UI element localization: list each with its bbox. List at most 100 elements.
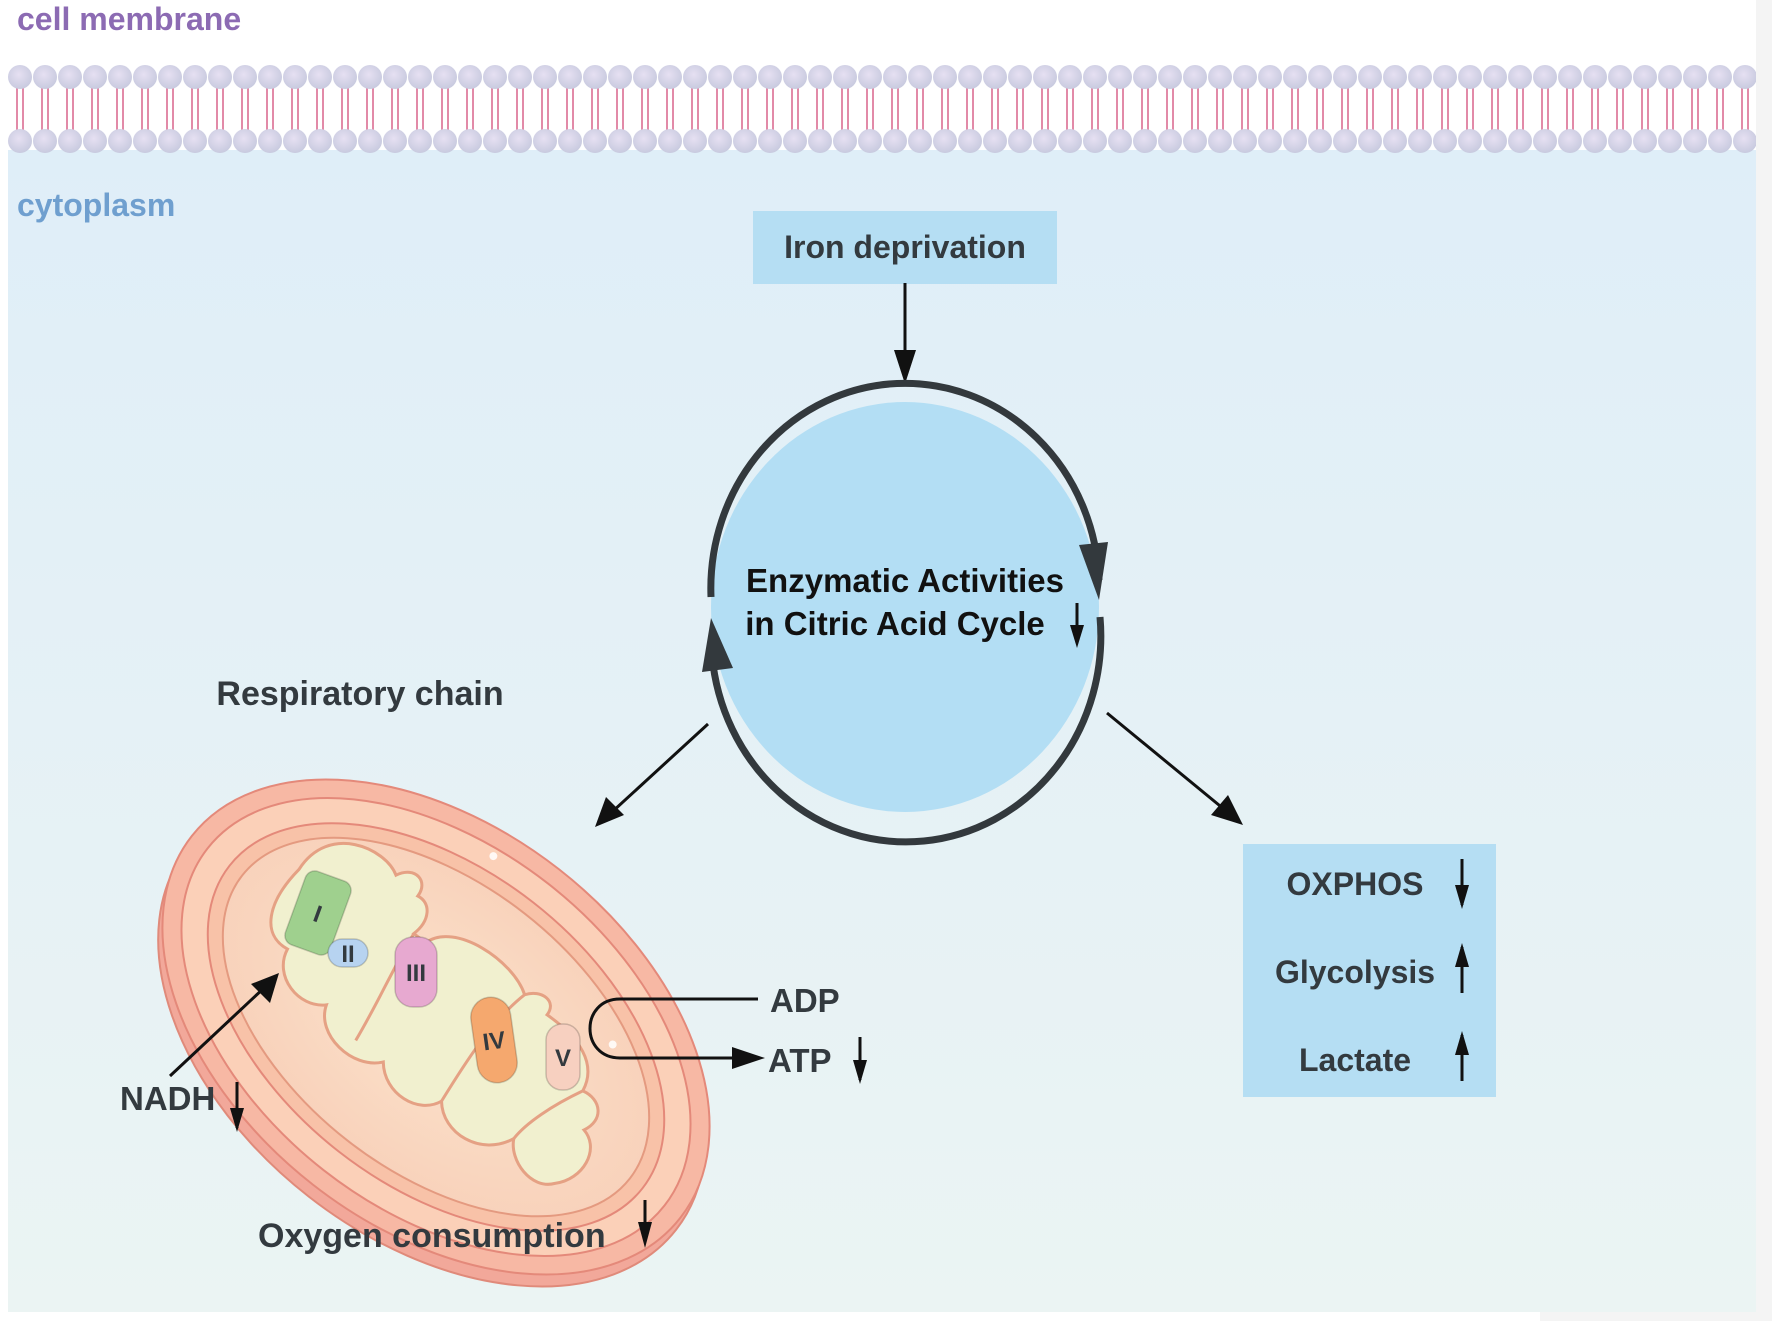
phospholipid [1208, 65, 1232, 153]
cycle-arrowhead-right [1079, 542, 1108, 600]
complex-label: V [555, 1045, 571, 1072]
phospholipid [1433, 65, 1457, 153]
arrowhead-cycle-to-outcomes [1211, 795, 1243, 825]
respiratory-chain-title: Respiratory chain [216, 675, 503, 713]
adp-atp-loop [588, 997, 758, 1060]
phospholipid [1558, 65, 1582, 153]
cycle-label-line1: Enzymatic Activities [746, 562, 1064, 599]
phospholipid [158, 65, 182, 153]
atp-label: ATP [768, 1042, 832, 1079]
phospholipid [383, 65, 407, 153]
arrowhead-iron-to-cycle [894, 350, 916, 384]
phospholipid [1158, 65, 1182, 153]
adp-label: ADP [770, 982, 840, 1019]
phospholipid [1533, 65, 1557, 153]
phospholipid [1458, 65, 1482, 153]
phospholipid [258, 65, 282, 153]
bottom-edge-strip [1540, 1312, 1772, 1321]
phospholipid [1333, 65, 1357, 153]
outcomes-box [1243, 844, 1496, 1097]
phospholipid [1583, 65, 1607, 153]
complex-i: I [284, 870, 352, 956]
complex-ii: II [327, 938, 369, 968]
iron-deprivation-box [753, 211, 1057, 284]
phospholipid [458, 65, 482, 153]
phospholipid [883, 65, 907, 153]
phospholipid [83, 65, 107, 153]
phospholipid [733, 65, 757, 153]
phospholipid [1233, 65, 1257, 153]
complex-iv: IV [470, 996, 518, 1084]
phospholipid [58, 65, 82, 153]
nadh-down-arrow-icon [230, 1082, 244, 1132]
phospholipid [283, 65, 307, 153]
phospholipid [633, 65, 657, 153]
cristae-fold-3 [512, 1089, 584, 1140]
phospholipid [208, 65, 232, 153]
phospholipid [1608, 65, 1632, 153]
atp-down-arrow-icon [853, 1037, 867, 1084]
phospholipid [358, 65, 382, 153]
cycle-ring-bottom [708, 616, 1105, 846]
phospholipid [1033, 65, 1057, 153]
arrowhead-nadh [251, 973, 279, 1003]
phospholipid [508, 65, 532, 153]
phospholipid [433, 65, 457, 153]
phospholipid [133, 65, 157, 153]
outcome-glycolysis-up-arrow-icon [1455, 943, 1469, 993]
phospholipid [1408, 65, 1432, 153]
phospholipid [983, 65, 1007, 153]
phospholipid [308, 65, 332, 153]
cycle-down-arrow-icon [1070, 603, 1084, 648]
phospholipid [1258, 65, 1282, 153]
phospholipid [1133, 65, 1157, 153]
phospholipid [233, 65, 257, 153]
arrowhead-cycle-to-mitochondrion [595, 797, 624, 827]
phospholipid [1183, 65, 1207, 153]
phospholipid [533, 65, 557, 153]
phospholipid [908, 65, 932, 153]
arrow-cycle-to-outcomes [1106, 711, 1226, 812]
phospholipid [708, 65, 732, 153]
phospholipid [1483, 65, 1507, 153]
highlight-dot [608, 1040, 617, 1049]
respiratory-inputs: NADH ADP ATP [120, 982, 867, 1132]
phospholipid [1308, 65, 1332, 153]
nadh-label: NADH [120, 1080, 215, 1117]
phospholipid [1358, 65, 1382, 153]
phospholipid [1733, 65, 1757, 153]
iron-deprivation-label: Iron deprivation [784, 229, 1026, 265]
phospholipid [1708, 65, 1732, 153]
oxygen-down-arrow-icon [638, 1200, 652, 1248]
phospholipid [858, 65, 882, 153]
phospholipid [1008, 65, 1032, 153]
phospholipid [583, 65, 607, 153]
right-edge-strip [1756, 0, 1772, 1321]
phospholipid [933, 65, 957, 153]
phospholipid [958, 65, 982, 153]
cycle-arrowhead-left [702, 618, 733, 672]
phospholipid [33, 65, 57, 153]
phospholipid [108, 65, 132, 153]
phospholipid [683, 65, 707, 153]
phospholipid [8, 65, 32, 153]
phospholipid [183, 65, 207, 153]
phospholipid [1658, 65, 1682, 153]
phospholipid [558, 65, 582, 153]
phospholipid [783, 65, 807, 153]
phospholipid [483, 65, 507, 153]
phospholipid [333, 65, 357, 153]
phospholipid [608, 65, 632, 153]
arrow-nadh-to-matrix [168, 985, 267, 1078]
outcome-oxphos: OXPHOS [1287, 866, 1424, 902]
outcome-lactate: Lactate [1299, 1042, 1411, 1078]
phospholipid [408, 65, 432, 153]
phospholipid [658, 65, 682, 153]
complex-v: V [545, 1023, 581, 1091]
phospholipid [1083, 65, 1107, 153]
outcome-oxphos-down-arrow-icon [1455, 859, 1469, 909]
phospholipid [808, 65, 832, 153]
